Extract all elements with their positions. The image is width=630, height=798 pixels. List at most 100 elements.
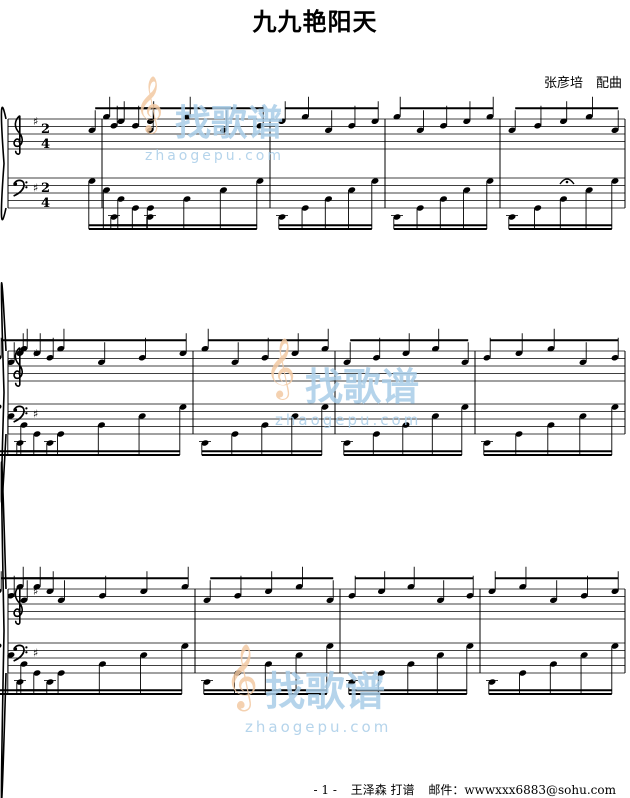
- note-head: [0, 404, 2, 410]
- system-brace: [0, 106, 7, 221]
- note-head: [579, 413, 587, 419]
- note-head: [234, 593, 242, 599]
- email: 邮件：wwwxxx6883@sohu.com: [428, 783, 616, 797]
- note-head: [437, 597, 444, 603]
- note-head: [373, 355, 380, 361]
- composer-credit: 张彦培 配曲: [543, 76, 622, 91]
- note-head: [20, 661, 28, 667]
- note-head: [261, 355, 269, 361]
- note-head: [117, 196, 125, 202]
- note-head: [261, 422, 269, 428]
- note-head: [140, 652, 148, 658]
- watermark-url-2: zhaogepu.com: [275, 411, 421, 429]
- note-head: [234, 670, 242, 676]
- note-head: [416, 127, 424, 133]
- note-head: [231, 431, 239, 437]
- note-head: [46, 588, 54, 594]
- note-head: [515, 350, 523, 356]
- note-head: [550, 597, 557, 603]
- note-head: [231, 359, 239, 365]
- note-head: [57, 597, 65, 603]
- note-head: [220, 127, 227, 133]
- note-head: [33, 584, 41, 590]
- treble-clef-icon: [13, 584, 24, 626]
- note-head: [547, 422, 555, 428]
- note-head: [325, 127, 332, 133]
- note-head: [146, 127, 154, 133]
- note-head: [348, 187, 356, 193]
- note-head: [132, 123, 139, 129]
- system-brace: [0, 461, 7, 798]
- watermark-clef-icon: 𝄞: [265, 338, 296, 400]
- notes-layer: [0, 96, 619, 695]
- watermark-url-3: zhaogepu.com: [245, 718, 391, 736]
- note-head: [611, 127, 619, 133]
- note-head: [138, 355, 146, 361]
- note-head: [203, 597, 211, 603]
- note-head: [295, 652, 303, 658]
- note-head: [343, 359, 351, 365]
- note-head: [138, 413, 146, 419]
- note-head: [278, 118, 286, 124]
- note-head: [147, 118, 154, 124]
- note-head: [33, 350, 41, 356]
- note-head: [140, 588, 148, 594]
- note-head: [371, 118, 379, 124]
- note-head: [88, 127, 96, 133]
- note-head: [378, 588, 385, 594]
- note-head: [7, 593, 15, 599]
- note-head: [416, 205, 424, 211]
- note-head: [560, 118, 567, 124]
- note-head: [463, 187, 471, 193]
- note-head: [348, 123, 356, 129]
- footer: - 1 - 王泽森 打谱 邮件：wwwxxx6883@sohu.com: [0, 781, 630, 798]
- bass-clef-icon: [12, 644, 28, 662]
- note-head: [201, 346, 209, 352]
- sharp-icon: ♯: [33, 647, 38, 660]
- note-head: [179, 404, 187, 410]
- note-head: [488, 588, 496, 594]
- note-head: [265, 661, 272, 667]
- note-head: [265, 588, 272, 594]
- note-head: [560, 196, 567, 202]
- note-head: [110, 123, 118, 129]
- note-head: [585, 114, 593, 120]
- note-head: [519, 584, 527, 590]
- note-head: [99, 661, 106, 667]
- note-head: [393, 114, 401, 120]
- note-head: [402, 422, 410, 428]
- note-head: [99, 593, 106, 599]
- note-head: [256, 123, 264, 129]
- sharp-icon: ♯: [33, 585, 38, 598]
- note-head: [295, 584, 303, 590]
- note-head: [432, 346, 439, 352]
- note-head: [611, 643, 619, 649]
- note-head: [486, 114, 494, 120]
- note-head: [515, 431, 523, 437]
- note-head: [407, 584, 415, 590]
- note-head: [256, 178, 264, 184]
- note-head: [46, 355, 54, 361]
- transcriber: 王泽森 打谱: [350, 783, 415, 797]
- note-head: [57, 431, 65, 437]
- note-head: [132, 205, 139, 211]
- note-head: [179, 350, 187, 356]
- note-head: [461, 359, 469, 365]
- note-head: [547, 346, 555, 352]
- note-head: [7, 413, 15, 419]
- note-head: [147, 205, 154, 211]
- note-head: [57, 346, 65, 352]
- note-head: [33, 670, 41, 676]
- note-head: [16, 350, 24, 356]
- time-sig-bottom: 4: [41, 196, 50, 211]
- note-head: [407, 661, 415, 667]
- note-head: [466, 593, 474, 599]
- note-head: [534, 205, 542, 211]
- note-head: [466, 643, 474, 649]
- note-head: [325, 196, 332, 202]
- note-head: [550, 661, 557, 667]
- watermark-brand-2: 找歌谱: [305, 364, 419, 409]
- time-sig-top: 2: [41, 122, 50, 137]
- note-head: [20, 597, 28, 603]
